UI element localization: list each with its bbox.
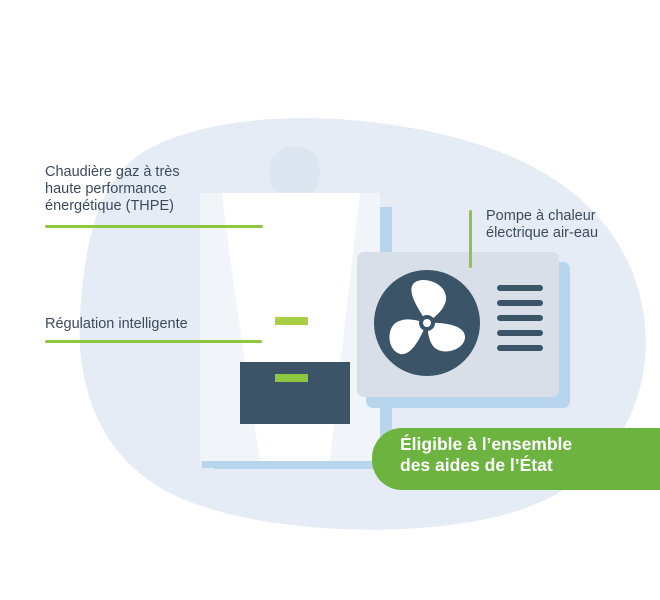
boiler-dark-panel — [240, 362, 350, 424]
heat-pump — [357, 252, 570, 408]
boiler-top-tab — [270, 147, 320, 197]
regulation-indicator — [275, 317, 308, 325]
regulation-label: Régulation intelligente — [45, 316, 188, 332]
eligibility-badge: Éligible à l’ensemble des aides de l’Éta… — [372, 428, 660, 490]
panel-indicator — [275, 374, 308, 382]
boiler-label: Chaudière gaz à très haute performance é… — [45, 164, 180, 214]
fan-icon — [374, 270, 480, 376]
eligibility-badge-text: Éligible à l’ensemble des aides de l’Éta… — [400, 434, 573, 475]
boiler-leader-line — [45, 225, 263, 228]
regulation-leader-line — [45, 340, 262, 343]
vent-grille-icon — [497, 285, 543, 351]
heat-pump-label: Pompe à chaleur électrique air-eau — [486, 208, 599, 241]
heat-pump-leader-line — [469, 210, 472, 268]
boiler-base — [202, 461, 390, 468]
leader-lines — [45, 210, 472, 343]
